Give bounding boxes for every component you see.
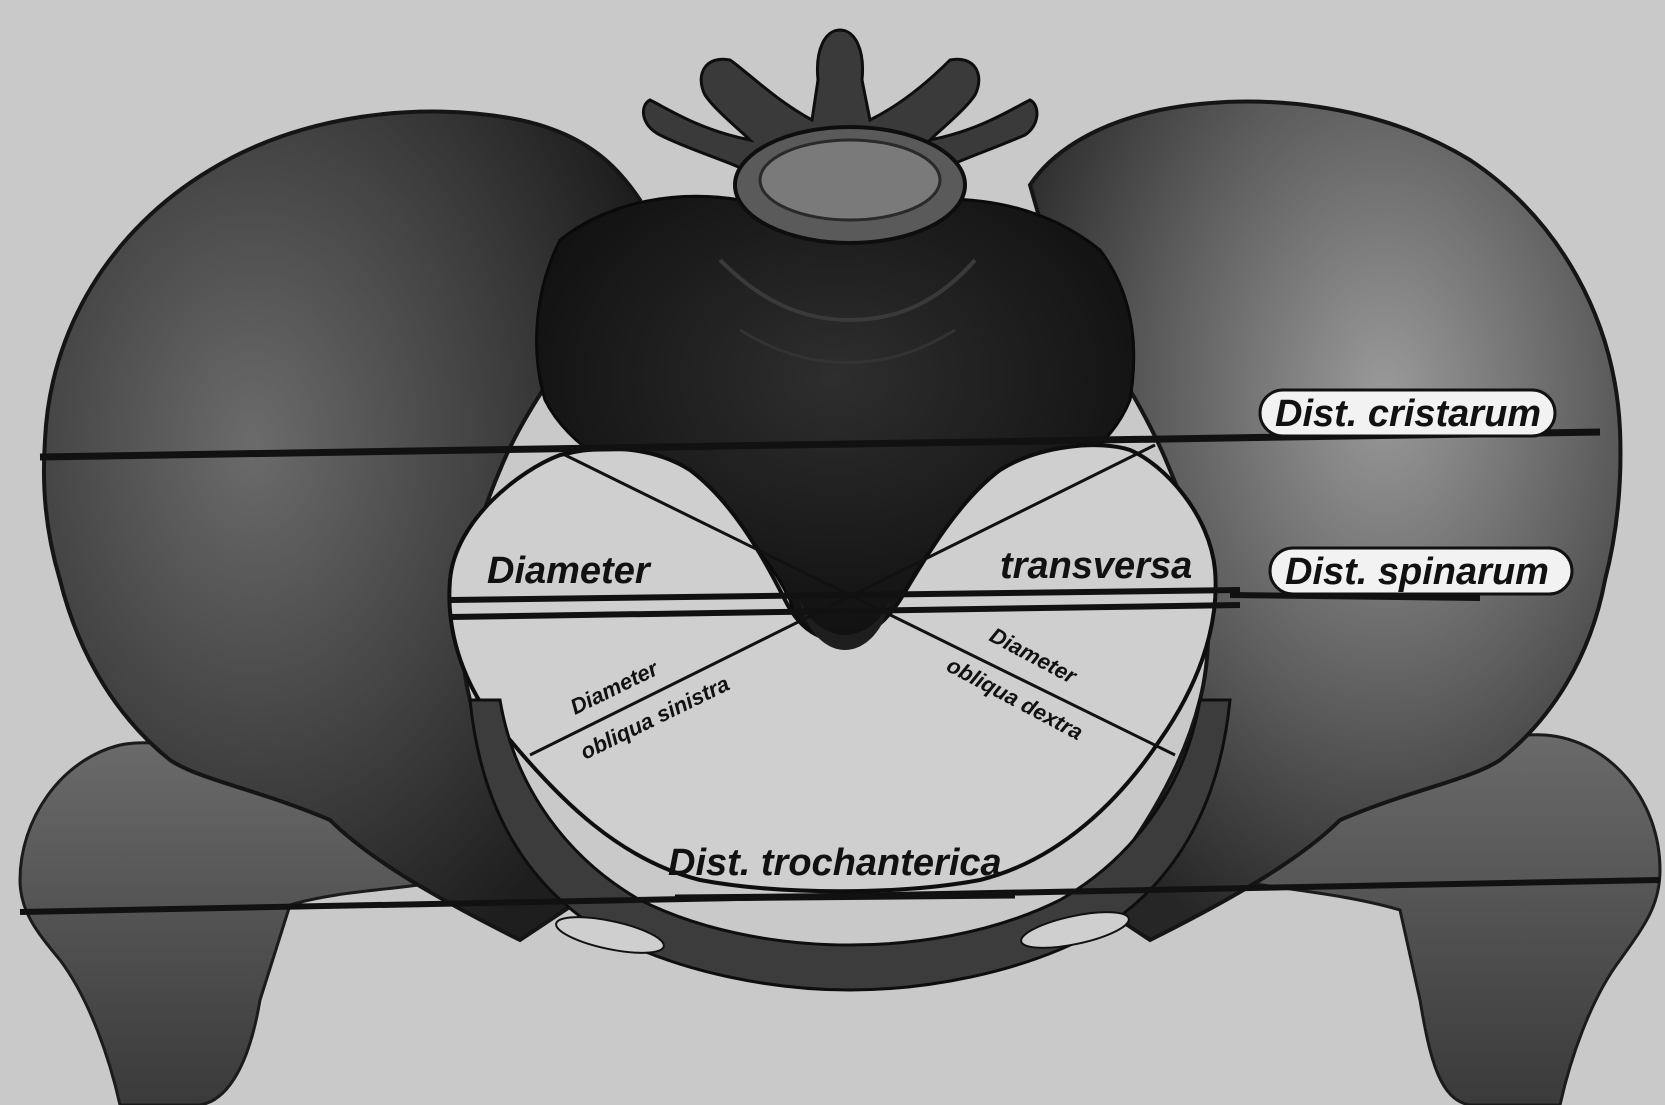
label-dist-spinarum: Dist. spinarum (1285, 551, 1549, 593)
label-diameter: Diameter (487, 550, 652, 592)
label-dist-trochanterica: Dist. trochanterica (668, 842, 1002, 884)
line-dist-trochanterica-inner (675, 895, 1015, 898)
label-dist-cristarum: Dist. cristarum (1275, 393, 1541, 435)
label-transversa: transversa (1000, 545, 1192, 587)
